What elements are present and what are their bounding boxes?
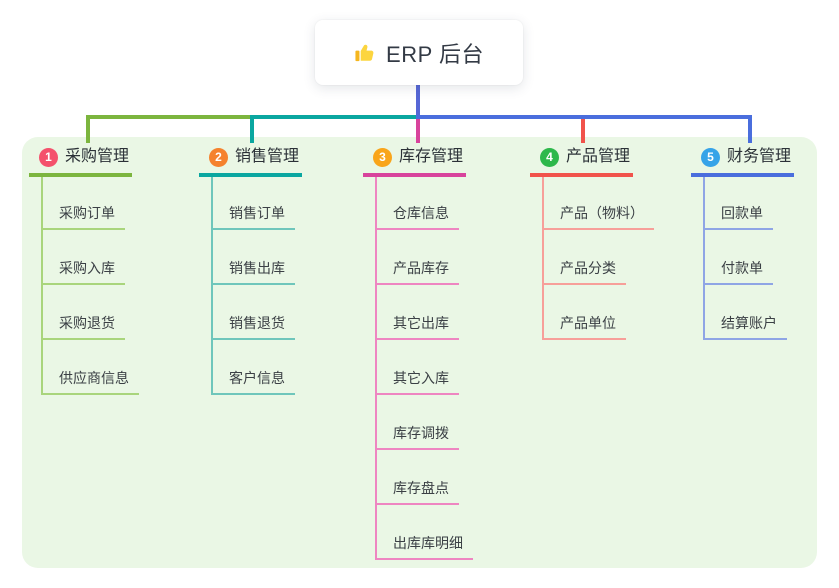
root-node-label: ERP 后台 xyxy=(386,41,484,67)
child-node[interactable]: 产品（物料） xyxy=(544,177,654,230)
branch-column-finance: 5 财务管理 回款单付款单结算账户 xyxy=(691,146,795,340)
child-node[interactable]: 库存盘点 xyxy=(377,450,459,505)
branch-column-inventory: 3 库存管理 仓库信息产品库存其它出库其它入库库存调拨库存盘点出库库明细 xyxy=(363,146,473,560)
child-node[interactable]: 其它入库 xyxy=(377,340,459,395)
branch-column-sales: 2 销售管理 销售订单销售出库销售退货客户信息 xyxy=(199,146,303,395)
connector-bus-finance xyxy=(416,115,752,119)
child-node[interactable]: 出库库明细 xyxy=(377,505,473,560)
child-node[interactable]: 回款单 xyxy=(705,177,773,230)
branch-children: 销售订单销售出库销售退货客户信息 xyxy=(211,177,295,395)
thumbs-up-icon xyxy=(354,41,377,64)
child-node[interactable]: 产品单位 xyxy=(544,285,626,340)
branch-node-product[interactable]: 4 产品管理 xyxy=(530,146,634,177)
child-node[interactable]: 采购订单 xyxy=(43,177,125,230)
branch-node-purchase[interactable]: 1 采购管理 xyxy=(29,146,133,177)
branch-number-badge: 2 xyxy=(209,147,228,167)
branch-column-product: 4 产品管理 产品（物料）产品分类产品单位 xyxy=(530,146,654,340)
child-node[interactable]: 仓库信息 xyxy=(377,177,459,230)
child-node[interactable]: 库存调拨 xyxy=(377,395,459,450)
branch-label: 库存管理 xyxy=(399,148,464,165)
child-node[interactable]: 销售订单 xyxy=(213,177,295,230)
child-node[interactable]: 付款单 xyxy=(705,230,773,285)
child-node[interactable]: 其它出库 xyxy=(377,285,459,340)
connector-trunk xyxy=(416,84,420,118)
branch-column-purchase: 1 采购管理 采购订单采购入库采购退货供应商信息 xyxy=(29,146,139,395)
child-node[interactable]: 销售出库 xyxy=(213,230,295,285)
branch-node-finance[interactable]: 5 财务管理 xyxy=(691,146,795,177)
child-node[interactable]: 销售退货 xyxy=(213,285,295,340)
branch-label: 财务管理 xyxy=(727,148,792,165)
branch-children: 回款单付款单结算账户 xyxy=(703,177,787,340)
branch-children: 仓库信息产品库存其它出库其它入库库存调拨库存盘点出库库明细 xyxy=(375,177,473,560)
branch-children: 采购订单采购入库采购退货供应商信息 xyxy=(41,177,139,395)
child-node[interactable]: 采购退货 xyxy=(43,285,125,340)
branch-label: 产品管理 xyxy=(566,148,631,165)
branch-label: 销售管理 xyxy=(235,148,300,165)
connector-bus-purchase xyxy=(86,115,256,119)
child-node[interactable]: 客户信息 xyxy=(213,340,295,395)
branch-node-sales[interactable]: 2 销售管理 xyxy=(199,146,303,177)
branches-panel: 1 采购管理 采购订单采购入库采购退货供应商信息 2 销售管理 销售订单销售出库… xyxy=(22,137,817,568)
child-node[interactable]: 采购入库 xyxy=(43,230,125,285)
child-node[interactable]: 产品分类 xyxy=(544,230,626,285)
branch-number-badge: 3 xyxy=(373,147,392,167)
child-node[interactable]: 产品库存 xyxy=(377,230,459,285)
branch-number-badge: 1 xyxy=(39,147,58,167)
branch-children: 产品（物料）产品分类产品单位 xyxy=(542,177,654,340)
branch-number-badge: 4 xyxy=(540,147,559,167)
root-node[interactable]: ERP 后台 xyxy=(315,20,523,85)
child-node[interactable]: 结算账户 xyxy=(705,285,787,340)
branch-label: 采购管理 xyxy=(65,148,130,165)
branch-node-inventory[interactable]: 3 库存管理 xyxy=(363,146,467,177)
connector-bus-sales xyxy=(254,115,418,119)
child-node[interactable]: 供应商信息 xyxy=(43,340,139,395)
branch-number-badge: 5 xyxy=(701,147,720,167)
